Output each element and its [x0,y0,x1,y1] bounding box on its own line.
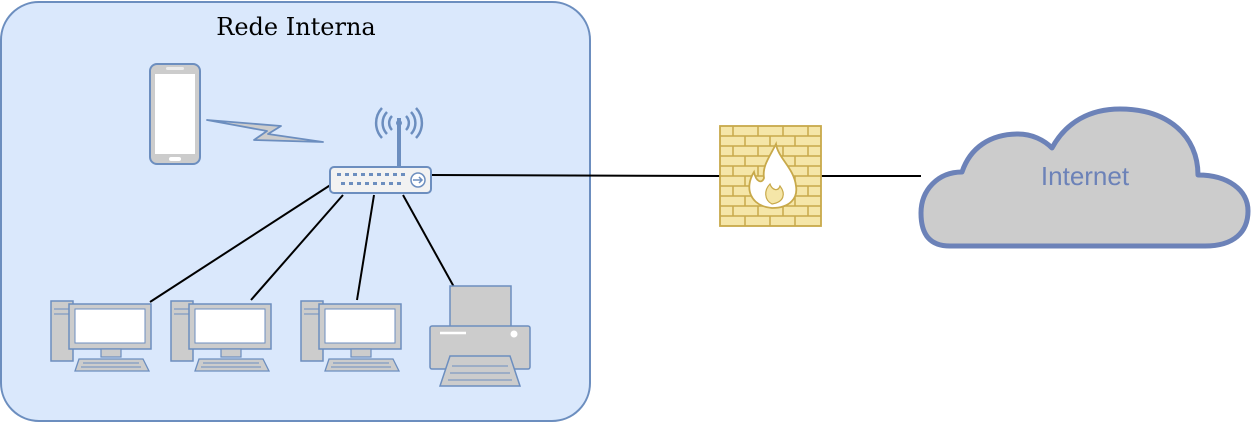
connections [149,174,921,303]
link-router-computer-1 [149,183,333,303]
link-router-computer-2 [250,194,344,301]
smartphone-icon [149,63,201,165]
computer-2-icon [170,300,272,372]
computer-3-icon [300,300,402,372]
cloud-icon [918,106,1251,249]
flame-icon [748,141,798,209]
link-router-firewall [429,174,723,177]
link-router-printer [402,194,455,288]
wireless-link-icon [206,119,324,143]
wireless-router-icon [329,107,432,194]
firewall-icon [719,125,822,227]
zone-title: Rede Interna [216,13,376,41]
internet-cloud: Internet [918,106,1251,249]
link-router-computer-3 [356,194,375,301]
internet-label: Internet [1041,161,1130,191]
computer-1-icon [50,300,152,372]
printer-icon [429,285,531,387]
